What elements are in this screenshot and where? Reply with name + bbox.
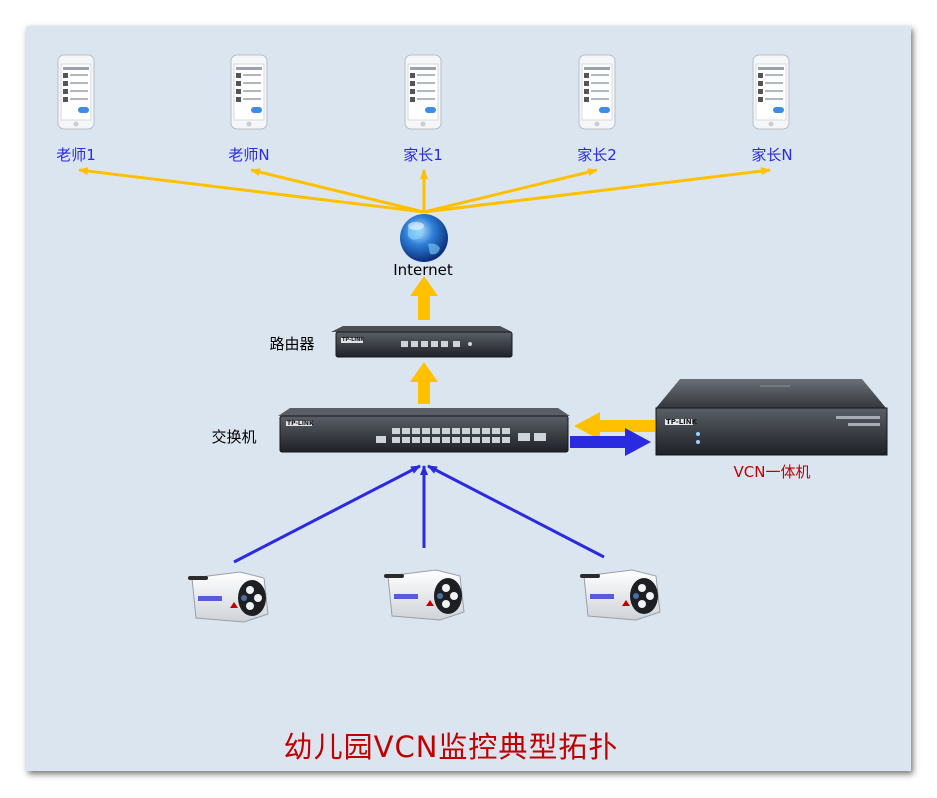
vcn-brand-logo: TP-LINK: [666, 418, 698, 426]
uplink-arrows: [410, 276, 438, 404]
arrow-to-parent-2: [423, 168, 598, 214]
camera-icon: [580, 569, 661, 621]
client-label-teacher-1: 老师1: [56, 146, 96, 164]
vcn-to-switch-arrow: [574, 412, 655, 440]
switch-vcn-arrows: [570, 412, 655, 456]
globe-icon: [400, 214, 448, 262]
camera-icon: [188, 571, 269, 623]
internet-label: Internet: [393, 261, 453, 279]
switch-device: [278, 408, 570, 453]
diagram-title: 幼儿园VCN监控典型拓扑: [283, 730, 619, 764]
vcn-label: VCN一体机: [733, 463, 811, 481]
camera-link-arrows: [233, 464, 605, 564]
arrow-to-parent-n: [423, 167, 771, 214]
client-label-parent-2: 家长2: [577, 146, 617, 164]
router-label: 路由器: [269, 335, 315, 353]
router-device: [331, 326, 513, 358]
client-label-parent-n: 家长N: [751, 146, 793, 164]
router-brand-logo: TP-LINK: [342, 337, 365, 343]
switch-label: 交换机: [211, 428, 257, 446]
camera-1-link: [233, 464, 421, 564]
arrow-to-teacher-n: [250, 168, 425, 214]
client-label-parent-1: 家长1: [403, 146, 443, 164]
phone-icon: [57, 54, 95, 130]
switch-to-vcn-arrow: [570, 428, 651, 456]
phone-icon: [578, 54, 616, 130]
phone-icon: [404, 54, 442, 130]
phone-icons: [57, 54, 790, 130]
vcn-device: [655, 379, 888, 456]
camera-icons: [188, 569, 661, 623]
switch-to-router-arrow: [410, 362, 438, 404]
client-label-teacher-n: 老师N: [228, 146, 270, 164]
internet-to-client-arrows: [78, 167, 771, 214]
router-to-internet-arrow: [410, 276, 438, 320]
arrow-to-teacher-1: [78, 167, 425, 214]
phone-icon: [752, 54, 790, 130]
switch-brand-logo: TP-LINK: [287, 420, 314, 427]
camera-icon: [384, 569, 465, 621]
camera-3-link: [427, 464, 605, 559]
phone-icon: [230, 54, 268, 130]
